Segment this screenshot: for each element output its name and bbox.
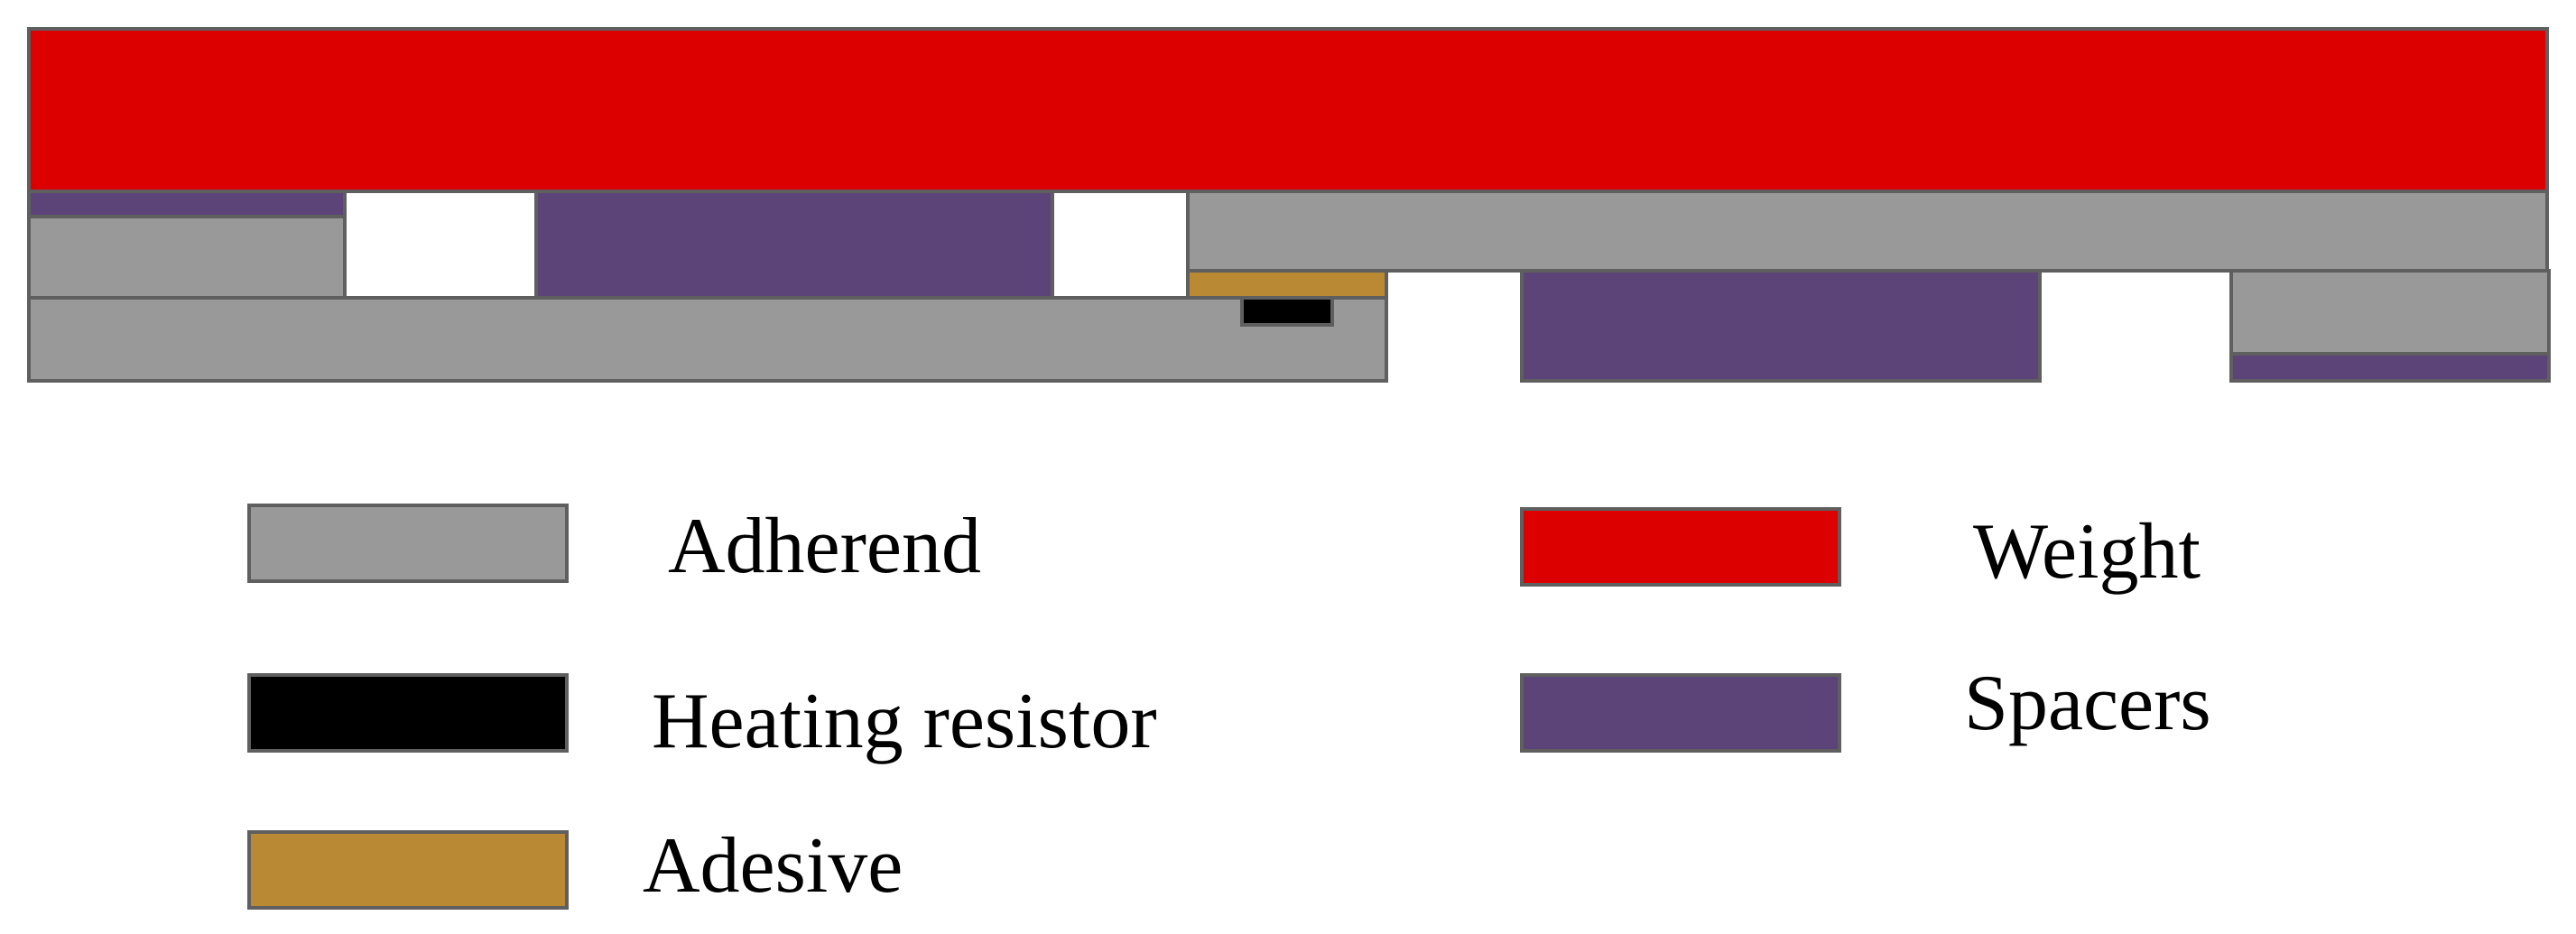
legend-label-adherend: Adherend — [668, 503, 981, 590]
legend-label-weight: Weight — [1973, 508, 2201, 596]
legend-swatch-adherend — [247, 504, 569, 583]
right-lower-adherend — [2229, 269, 2551, 356]
legend-swatch-weight — [1520, 507, 1841, 587]
legend-item-adhesive: Adesive — [247, 822, 903, 910]
legend-swatch-heating-resistor — [247, 673, 569, 753]
legend-label-adhesive: Adesive — [643, 822, 903, 910]
legend: Adherend Heating resistor Adesive Weight… — [247, 503, 2211, 910]
legend-label-spacers: Spacers — [1964, 660, 2211, 747]
legend-item-heating-resistor: Heating resistor — [247, 673, 1157, 765]
right-spacer-strip — [2229, 352, 2551, 383]
center-left-spacer — [534, 190, 1054, 300]
upper-right-adherend — [1186, 190, 2549, 273]
legend-swatch-adhesive — [247, 830, 569, 910]
legend-item-weight: Weight — [1520, 507, 2201, 596]
legend-item-adherend: Adherend — [247, 503, 981, 590]
lower-adherend — [27, 296, 1388, 383]
left-upper-adherend — [27, 215, 347, 300]
weight-block — [27, 27, 2549, 193]
center-right-spacer — [1520, 269, 2042, 383]
legend-label-heating-resistor: Heating resistor — [652, 678, 1157, 765]
left-spacer-strip — [27, 190, 347, 218]
legend-item-spacers: Spacers — [1520, 660, 2211, 753]
legend-swatch-spacers — [1520, 673, 1841, 753]
adhesive-layer — [1186, 269, 1388, 300]
heating-resistor — [1240, 296, 1334, 327]
cross-section — [27, 27, 2551, 383]
